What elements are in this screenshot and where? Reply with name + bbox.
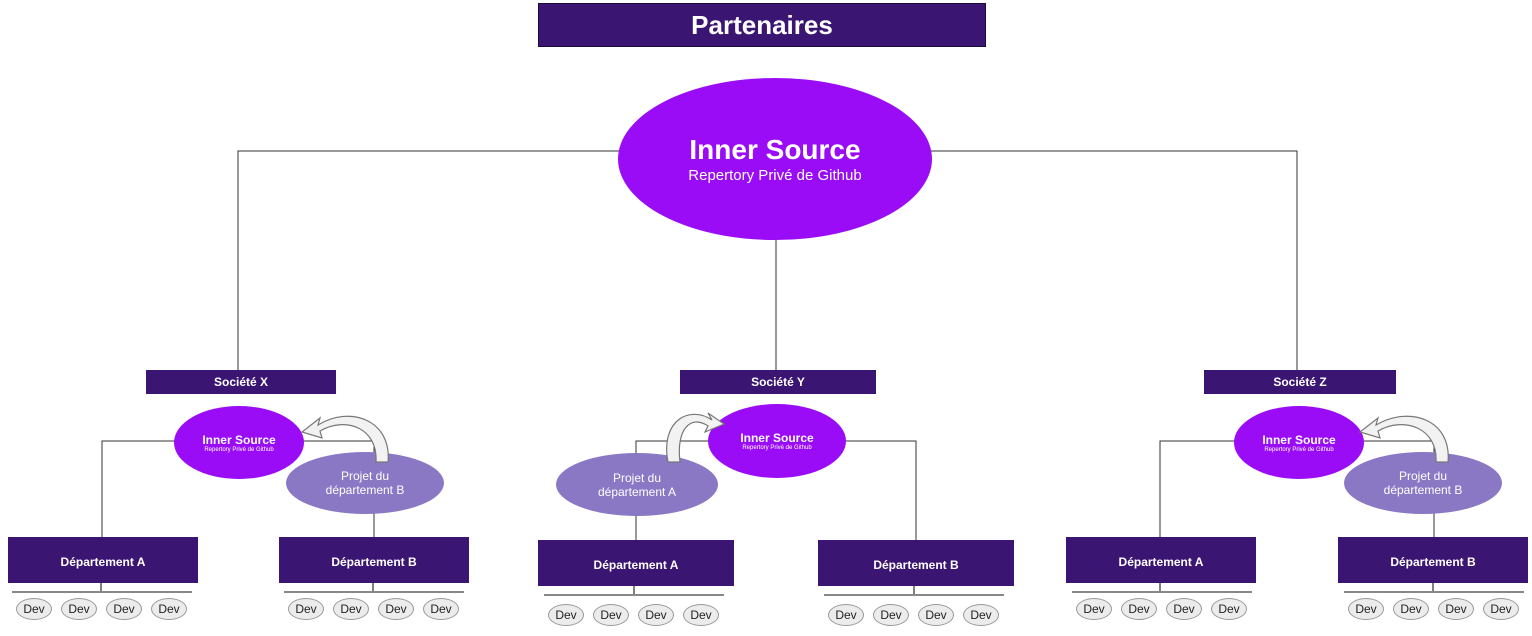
main-inner-source-node: Inner Source Repertory Privé de Github bbox=[618, 78, 932, 240]
dev-node: Dev bbox=[151, 598, 187, 620]
dev-node: Dev bbox=[333, 598, 369, 620]
dev-node: Dev bbox=[1166, 598, 1202, 620]
dev-node: Dev bbox=[683, 604, 719, 626]
company-z-dept-b: Département B bbox=[1338, 537, 1528, 583]
company-y-project-label: Projet du département A bbox=[597, 470, 677, 499]
dev-node: Dev bbox=[1076, 598, 1112, 620]
dev-node: Dev bbox=[1483, 598, 1519, 620]
dev-node: Dev bbox=[828, 604, 864, 626]
company-y-inner-title: Inner Source bbox=[740, 431, 814, 445]
company-x-label: Société X bbox=[146, 370, 336, 394]
company-z-label: Société Z bbox=[1204, 370, 1396, 394]
company-z-project: Projet du département B bbox=[1344, 452, 1502, 514]
dev-node: Dev bbox=[106, 598, 142, 620]
company-y-project: Projet du département A bbox=[556, 453, 718, 516]
dev-node: Dev bbox=[16, 598, 52, 620]
company-y-dept-a: Département A bbox=[538, 540, 734, 586]
dev-node: Dev bbox=[1393, 598, 1429, 620]
dev-node: Dev bbox=[1121, 598, 1157, 620]
dev-node: Dev bbox=[423, 598, 459, 620]
company-x-dept-b: Département B bbox=[279, 537, 469, 583]
dev-node: Dev bbox=[288, 598, 324, 620]
dev-node: Dev bbox=[61, 598, 97, 620]
company-y-inner-subtitle: Repertory Privé de Github bbox=[742, 445, 812, 451]
company-y-inner-source: Inner Source Repertory Privé de Github bbox=[708, 404, 846, 478]
main-node-title: Inner Source bbox=[689, 133, 861, 165]
company-z-dept-a: Département A bbox=[1066, 537, 1256, 583]
main-node-subtitle: Repertory Privé de Github bbox=[688, 166, 862, 184]
company-z-inner-source: Inner Source Repertory Privé de Github bbox=[1234, 406, 1364, 479]
dev-node: Dev bbox=[918, 604, 954, 626]
page-title: Partenaires bbox=[538, 3, 986, 47]
dev-node: Dev bbox=[1348, 598, 1384, 620]
company-x-project-label: Projet du département B bbox=[325, 469, 405, 497]
dev-node: Dev bbox=[638, 604, 674, 626]
company-z-inner-title: Inner Source bbox=[1262, 432, 1336, 447]
line-y-inner-dept-b bbox=[842, 440, 917, 540]
company-x-inner-source: Inner Source Repertory Privé de Github bbox=[174, 406, 304, 479]
dev-node: Dev bbox=[1438, 598, 1474, 620]
company-y-dept-b: Département B bbox=[818, 540, 1014, 586]
line-x-inner-dept-a bbox=[101, 440, 176, 537]
company-y-label: Société Y bbox=[680, 370, 876, 394]
company-x-inner-subtitle: Repertory Privé de Github bbox=[204, 446, 274, 453]
line-main-to-z bbox=[930, 150, 1298, 370]
company-z-project-label: Projet du département B bbox=[1383, 469, 1463, 497]
arrow-z-icon bbox=[1358, 415, 1449, 463]
line-z-inner-dept-a bbox=[1159, 440, 1236, 537]
dev-node: Dev bbox=[378, 598, 414, 620]
company-x-dept-a: Département A bbox=[8, 537, 198, 583]
arrow-x-icon bbox=[300, 415, 389, 463]
dev-node: Dev bbox=[548, 604, 584, 626]
dev-node: Dev bbox=[963, 604, 999, 626]
company-z-inner-subtitle: Repertory Privé de Github bbox=[1264, 446, 1334, 453]
dev-node: Dev bbox=[1211, 598, 1247, 620]
dev-node: Dev bbox=[873, 604, 909, 626]
company-x-inner-title: Inner Source bbox=[202, 432, 276, 447]
line-main-to-x bbox=[237, 150, 620, 370]
arrow-y-icon bbox=[666, 412, 726, 463]
company-x-project: Projet du département B bbox=[286, 452, 444, 514]
dev-node: Dev bbox=[593, 604, 629, 626]
